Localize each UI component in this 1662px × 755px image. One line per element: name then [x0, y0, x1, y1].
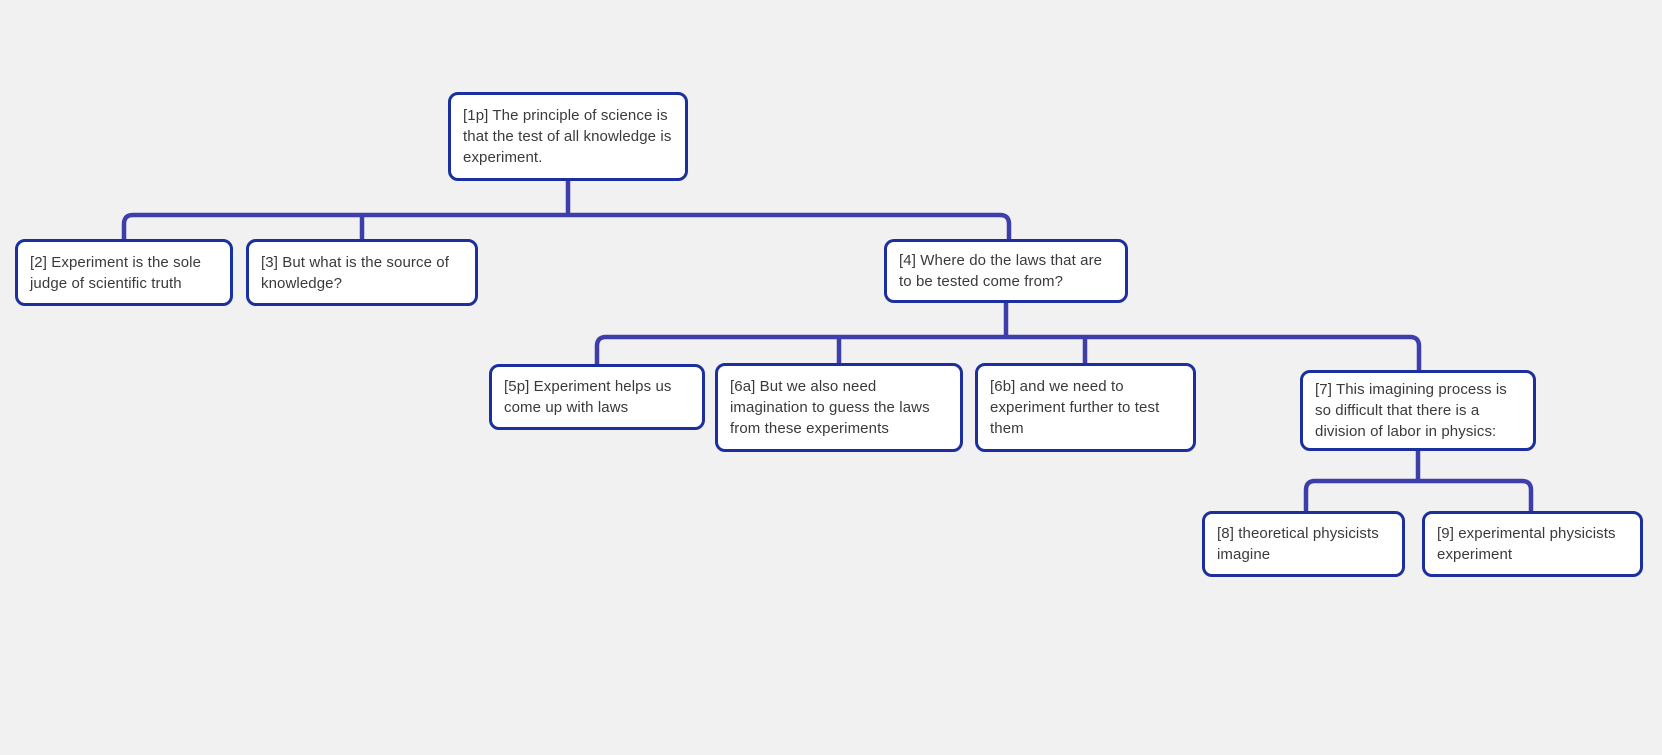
node-6a-label: [6a] But we also need imagination to gue…	[730, 378, 930, 437]
connector-bus-4	[594, 334, 1422, 370]
connector-bus-1p	[121, 212, 1012, 239]
node-5p-label: [5p] Experiment helps us come up with la…	[504, 378, 672, 416]
connector-group-root	[121, 181, 1012, 239]
node-1p-label: [1p] The principle of science is that th…	[463, 107, 672, 166]
node-4[interactable]: [4] Where do the laws that are to be tes…	[884, 239, 1128, 303]
node-3-label: [3] But what is the source of knowledge?	[261, 253, 449, 292]
node-9[interactable]: [9] experimental physicists experiment	[1422, 511, 1643, 577]
node-6a[interactable]: [6a] But we also need imagination to gue…	[715, 363, 963, 452]
node-8[interactable]: [8] theoretical physicists imagine	[1202, 511, 1405, 577]
node-2-label: [2] Experiment is the sole judge of scie…	[30, 253, 202, 292]
node-4-label: [4] Where do the laws that are to be tes…	[899, 252, 1103, 290]
node-7-label: [7] This imagining process is so difficu…	[1315, 381, 1507, 440]
node-7[interactable]: [7] This imagining process is so difficu…	[1300, 370, 1536, 451]
node-6b-label: [6b] and we need to experiment further t…	[990, 378, 1160, 437]
node-8-label: [8] theoretical physicists imagine	[1217, 525, 1379, 563]
connector-group-node7	[1303, 451, 1534, 511]
connector-bus-7	[1303, 478, 1534, 511]
node-6b[interactable]: [6b] and we need to experiment further t…	[975, 363, 1196, 452]
connector-group-node4	[594, 303, 1422, 370]
node-9-label: [9] experimental physicists experiment	[1437, 525, 1616, 563]
node-3[interactable]: [3] But what is the source of knowledge?	[246, 239, 478, 306]
node-5p[interactable]: [5p] Experiment helps us come up with la…	[489, 364, 705, 430]
node-2[interactable]: [2] Experiment is the sole judge of scie…	[15, 239, 233, 306]
node-1p[interactable]: [1p] The principle of science is that th…	[448, 92, 688, 181]
